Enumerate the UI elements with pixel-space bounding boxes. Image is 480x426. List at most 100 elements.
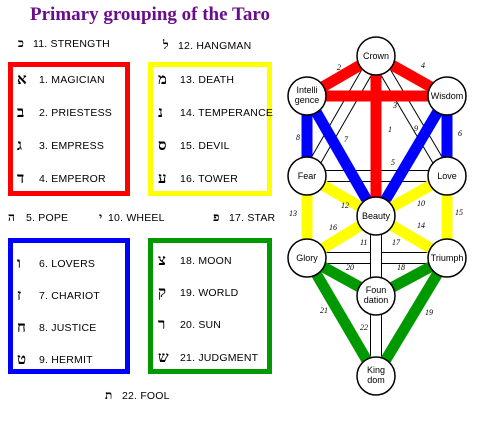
yellow-group-box	[148, 62, 272, 196]
node-fear	[287, 156, 327, 196]
path-number: 9	[414, 124, 418, 133]
letter-shin: ש	[158, 348, 169, 366]
letter-pe: פ	[213, 210, 220, 224]
letter-zayin: ז	[17, 286, 22, 304]
node-crown	[356, 36, 396, 76]
label-fool: 22. FOOL	[122, 390, 170, 402]
node-label-kingdom-2: dom	[367, 375, 385, 385]
node-foundation	[356, 276, 396, 316]
node-label-fear: Fear	[298, 171, 317, 181]
path-number: 14	[417, 221, 425, 230]
letter-tsade: צ	[158, 251, 166, 269]
label-empress: 3. EMPRESS	[39, 140, 105, 152]
letter-samekh: ס	[158, 136, 167, 154]
label-hermit: 9. HERMIT	[39, 354, 93, 366]
letter-he: ה	[8, 210, 15, 224]
label-lovers: 6. LOVERS	[39, 258, 96, 270]
letter-beth: ב	[17, 103, 25, 121]
node-wisdom	[427, 76, 467, 116]
label-sun: 20. SUN	[180, 319, 222, 331]
label-judgment: 21. JUDGMENT	[180, 352, 259, 364]
path-number: 8	[296, 133, 300, 142]
node-triumph	[427, 238, 467, 278]
letter-ayin: ע	[158, 169, 167, 187]
letter-resh: ר	[158, 315, 166, 333]
label-tower: 16. TOWER	[180, 173, 239, 185]
label-emperor: 4. EMPEROR	[39, 173, 106, 185]
label-wheel: 10. WHEEL	[108, 212, 165, 224]
label-temperance: 14. TEMPERANCE	[180, 107, 274, 119]
path-9-blue	[371, 93, 452, 219]
letter-vav: ו	[17, 254, 21, 272]
path-number: 19	[425, 308, 433, 317]
path-number: 17	[392, 238, 401, 247]
letter-mem: מ	[158, 70, 167, 88]
path-7-blue	[302, 93, 381, 219]
path-number: 10	[417, 199, 425, 208]
node-glory	[287, 238, 327, 278]
blue-group-box	[8, 238, 130, 374]
node-beauty	[356, 196, 396, 236]
letter-kaph: כ	[18, 36, 24, 50]
node-label-foundation: Foun	[366, 285, 387, 295]
path-number: 1	[388, 125, 392, 134]
path-number: 21	[320, 306, 328, 315]
label-death: 13. DEATH	[180, 74, 235, 86]
letter-daleth: ד	[17, 169, 25, 187]
letter-tav: ת	[105, 388, 113, 402]
label-priestess: 2. PRIESTESS	[39, 107, 113, 119]
node-label-intelligence-2: gence	[295, 95, 320, 105]
node-intelligence	[287, 76, 327, 116]
path-number: 20	[346, 263, 354, 272]
green-group-box	[148, 238, 272, 374]
red-group-box	[8, 62, 130, 196]
label-justice: 8. JUSTICE	[39, 322, 97, 334]
letter-heth: ח	[17, 318, 26, 336]
path-12	[302, 53, 381, 179]
path-19-green	[371, 255, 452, 379]
label-magician: 1. MAGICIAN	[39, 74, 105, 86]
label-chariot: 7. CHARIOT	[39, 290, 100, 302]
path-number: 3	[392, 101, 397, 110]
path-number: 4	[421, 61, 425, 70]
node-label-glory: Glory	[296, 253, 318, 263]
node-label-love: Love	[437, 171, 457, 181]
label-hangman: 12. HANGMAN	[178, 40, 252, 52]
path-number: 16	[329, 223, 337, 232]
path-number: 5	[391, 158, 395, 167]
letter-teth: ט	[17, 350, 27, 368]
node-label-foundation-2: dation	[364, 295, 389, 305]
label-star: 17. STAR	[229, 212, 276, 224]
path-21-green	[302, 255, 381, 379]
node-label-beauty: Beauty	[362, 211, 391, 221]
node-love	[427, 156, 467, 196]
letter-lamed: ל	[163, 38, 169, 52]
label-moon: 18. MOON	[180, 255, 232, 267]
letter-aleph: א	[17, 70, 27, 88]
path-number: 15	[455, 208, 463, 217]
label-devil: 15. DEVIL	[180, 140, 230, 152]
letter-yod: י	[99, 210, 103, 224]
path-number: 12	[341, 201, 349, 210]
path-number: 18	[397, 263, 405, 272]
letter-gimel: ג	[17, 136, 22, 154]
node-label-crown: Crown	[363, 51, 389, 61]
path-number: 13	[289, 209, 297, 218]
node-kingdom	[356, 356, 396, 396]
path-number: 2	[337, 63, 341, 72]
label-world: 19. WORLD	[180, 287, 239, 299]
page-title: Primary grouping of the Taro	[30, 4, 270, 25]
path-11	[371, 53, 452, 179]
path-number: 11	[360, 238, 367, 247]
letter-qoph: ק	[158, 283, 167, 301]
path-number: 6	[458, 129, 462, 138]
path-number: 7	[344, 135, 349, 144]
label-pope: 5. POPE	[26, 212, 69, 224]
node-label-triumph: Triumph	[431, 253, 464, 263]
path-number: 22	[360, 323, 368, 332]
node-label-intelligence: Intelli	[296, 85, 317, 95]
label-strength: 11. STRENGTH	[33, 38, 110, 50]
node-label-kingdom: King	[367, 365, 385, 375]
letter-nun: נ	[158, 103, 163, 121]
